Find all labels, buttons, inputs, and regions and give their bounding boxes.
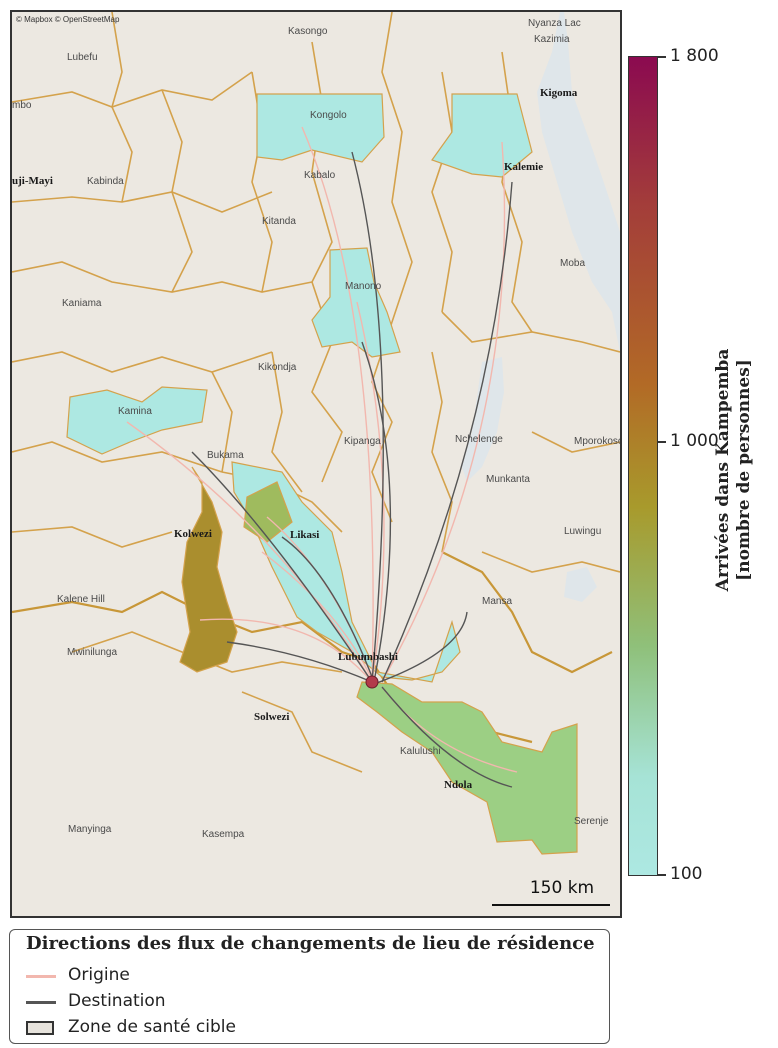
color-scale-title-line2: [nombre de personnes]: [734, 359, 754, 581]
legend-target-zone-label: Zone de santé cible: [68, 1017, 236, 1037]
svg-text:Serenje: Serenje: [574, 816, 609, 827]
flow-origin-kasenga: [261, 551, 375, 685]
svg-text:Luwingu: Luwingu: [564, 526, 601, 537]
svg-text:Kazimia: Kazimia: [534, 34, 570, 45]
flow-destination-kalemie: [381, 181, 513, 683]
svg-text:Mansa: Mansa: [482, 596, 512, 607]
svg-text:Kolwezi: Kolwezi: [174, 528, 212, 540]
legend-title: Directions des flux de changements de li…: [26, 933, 595, 954]
flow-destination-manono: [361, 341, 392, 683]
color-scale-tick-label: 1 800: [670, 46, 719, 66]
zone-ndola: [356, 681, 578, 855]
zone-kongolo: [256, 93, 385, 163]
svg-text:Kalulushi: Kalulushi: [400, 746, 441, 757]
legend-target-zone-swatch: [26, 1021, 54, 1035]
svg-text:Kaniama: Kaniama: [62, 298, 102, 309]
svg-text:Lubumbashi: Lubumbashi: [338, 651, 398, 663]
svg-text:Kabalo: Kabalo: [304, 170, 336, 181]
flow-origin-kolwezi: [199, 618, 373, 683]
zone-kalemie: [431, 93, 533, 178]
svg-text:uji-Mayi: uji-Mayi: [12, 175, 53, 187]
flow-origin-kamina: [126, 421, 373, 683]
svg-text:Kikondja: Kikondja: [258, 362, 297, 373]
flow-destination-ndola: [381, 686, 513, 788]
map-attribution: © Mapbox © OpenStreetMap: [16, 15, 120, 24]
color-scale-tick-label: 100: [670, 864, 703, 884]
color-scale-bar: [628, 56, 658, 876]
flow-destination-kamina: [191, 451, 373, 683]
svg-text:Kasempa: Kasempa: [202, 829, 245, 840]
zone-kamina: [66, 386, 208, 455]
health-zones: [66, 93, 578, 855]
svg-text:Kasongo: Kasongo: [288, 26, 328, 37]
svg-text:Likasi: Likasi: [290, 529, 319, 541]
flow-lines: [126, 126, 518, 788]
color-scale-tick-mark: [658, 56, 666, 58]
legend-origin-line: [26, 975, 56, 978]
svg-text:Kamina: Kamina: [118, 406, 152, 417]
flow-origin-kalemie: [381, 141, 506, 683]
svg-text:Kabinda: Kabinda: [87, 176, 124, 187]
zone-manono: [311, 247, 401, 358]
legend-origin-label: Origine: [68, 965, 130, 985]
color-scale-title-line1: Arrivées dans Kampemba: [713, 348, 733, 592]
color-scale-tick-mark: [658, 440, 666, 443]
svg-text:Kalene Hill: Kalene Hill: [57, 594, 105, 605]
lake-bangweulu: [564, 567, 597, 602]
flow-destination-kolwezi: [226, 641, 373, 683]
place-labels: Nyanza Lac Kazimia Kasongo Lubefu mbo Ki…: [12, 18, 620, 840]
legend-destination-line: [26, 1001, 56, 1004]
flow-destination-kasenga: [373, 611, 468, 685]
zone-likasi: [243, 481, 293, 543]
map-frame[interactable]: Nyanza Lac Kazimia Kasongo Lubefu mbo Ki…: [10, 10, 622, 918]
svg-text:Kigoma: Kigoma: [540, 87, 578, 99]
legend: Directions des flux de changements de li…: [9, 929, 610, 1044]
svg-text:Kongolo: Kongolo: [310, 110, 347, 121]
svg-text:Mporokoso: Mporokoso: [574, 436, 620, 447]
flow-origin-kongolo: [301, 126, 374, 683]
svg-text:Lubefu: Lubefu: [67, 52, 98, 63]
svg-text:Solwezi: Solwezi: [254, 711, 289, 723]
scale-bar-label: 150 km: [529, 878, 595, 898]
lake-tanganyika: [532, 12, 620, 352]
svg-text:Kalemie: Kalemie: [504, 161, 543, 173]
flow-destination-likasi: [281, 536, 375, 683]
legend-destination-label: Destination: [68, 991, 166, 1011]
svg-text:Manyinga: Manyinga: [68, 824, 112, 835]
svg-text:Nchelenge: Nchelenge: [455, 434, 503, 445]
color-scale-tick-label: 1 000: [670, 430, 719, 451]
svg-text:Manono: Manono: [345, 281, 382, 292]
kampemba-target-marker: [365, 675, 379, 689]
svg-text:Mwinilunga: Mwinilunga: [67, 647, 117, 658]
svg-text:Munkanta: Munkanta: [486, 474, 530, 485]
svg-text:Ndola: Ndola: [444, 779, 473, 791]
svg-text:Kipanga: Kipanga: [344, 436, 381, 447]
color-scale-tick-mark: [658, 874, 666, 876]
zone-kolwezi: [179, 466, 238, 673]
svg-text:Bukama: Bukama: [207, 450, 244, 461]
scale-bar: [492, 904, 610, 906]
svg-text:Moba: Moba: [560, 258, 585, 269]
svg-text:Nyanza Lac: Nyanza Lac: [528, 18, 581, 29]
svg-text:mbo: mbo: [12, 100, 32, 111]
svg-text:Kitanda: Kitanda: [262, 216, 296, 227]
map-canvas[interactable]: Nyanza Lac Kazimia Kasongo Lubefu mbo Ki…: [12, 12, 620, 916]
flow-destination-kongolo: [351, 151, 384, 683]
